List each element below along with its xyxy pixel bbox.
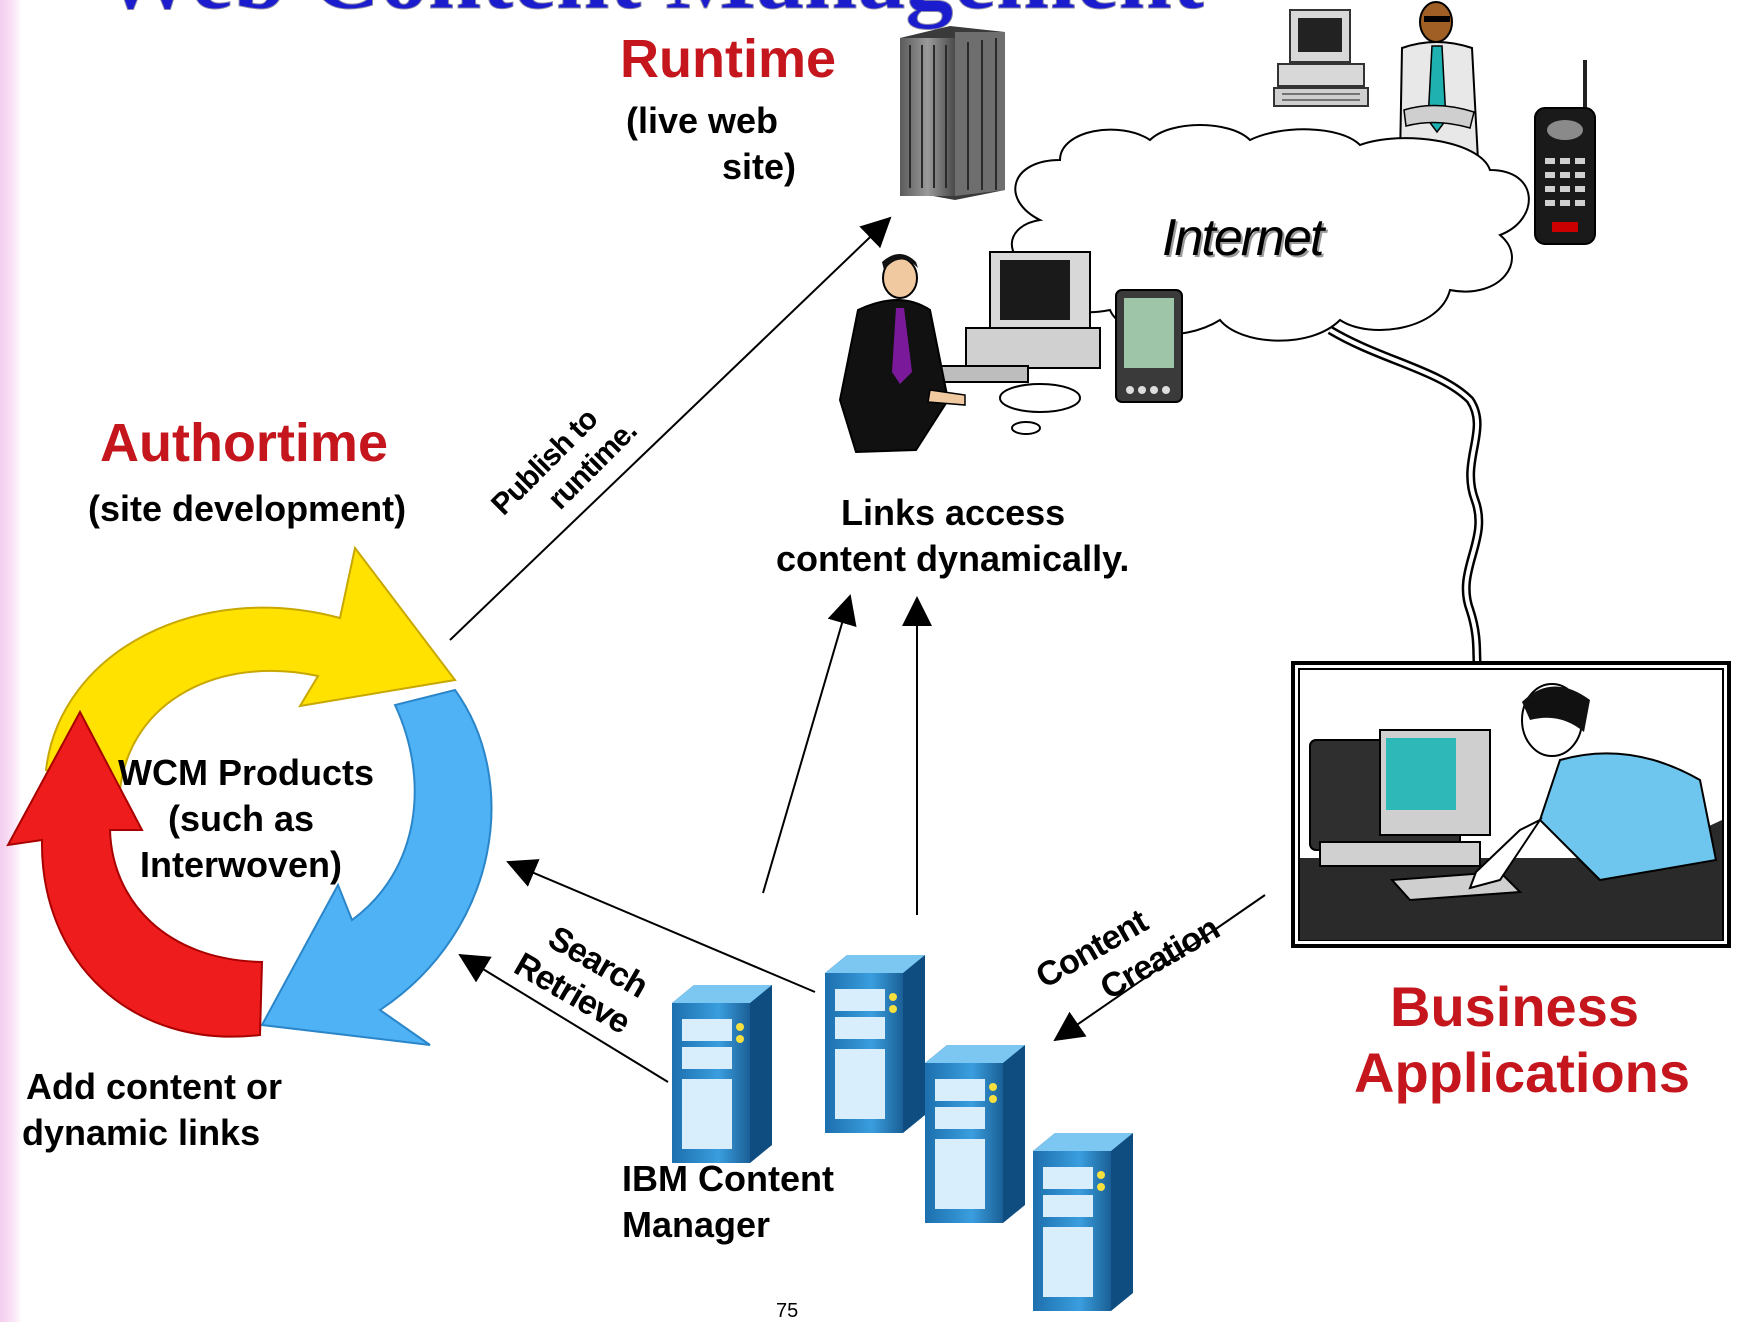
links-arrow-left	[762, 594, 857, 894]
links-access-line2: content dynamically.	[776, 538, 1130, 579]
seated-user-workstation-icon	[838, 251, 1183, 454]
wcm-products-line1: WCM Products	[118, 752, 374, 793]
wcm-products-line3: Interwoven)	[140, 844, 343, 885]
retrieve-arrow-upper	[506, 859, 816, 993]
network-connection-line	[1327, 326, 1484, 670]
businessman-user-icon	[1398, 1, 1480, 161]
authortime-subtitle: (site development)	[88, 488, 407, 529]
internet-cloud-icon	[1010, 124, 1530, 342]
authoring-cycle-arrows	[6, 545, 493, 1046]
content-server-icon-3	[925, 1045, 1025, 1223]
runtime-server-icon	[900, 26, 1005, 200]
content-server-icon-1	[672, 985, 772, 1163]
mobile-phone-icon	[1534, 60, 1596, 245]
slide-title: Web Content Management	[100, 0, 1204, 29]
page-number: 75	[776, 1300, 799, 1322]
runtime-subtitle-line1: (live web	[626, 100, 779, 141]
retrieve-arrow-lower	[458, 953, 669, 1083]
desktop-computer-icon	[1273, 9, 1369, 107]
links-access-line1: Links access	[841, 492, 1066, 533]
business-applications-picture	[1291, 661, 1731, 948]
content-server-icon-2	[825, 955, 925, 1133]
left-decorative-strip	[0, 0, 22, 1322]
business-applications-line1: Business	[1390, 975, 1639, 1038]
ibm-content-manager-line1: IBM Content	[622, 1158, 834, 1199]
publish-arrow	[449, 216, 892, 641]
add-content-line1: Add content or	[26, 1066, 282, 1107]
content-creation-arrow	[1053, 894, 1266, 1042]
runtime-subtitle-line2: site)	[722, 146, 797, 187]
content-server-icon-4	[1033, 1133, 1133, 1311]
runtime-title: Runtime	[620, 29, 836, 89]
authortime-title: Authortime	[100, 413, 388, 473]
internet-label: Internet	[1162, 209, 1324, 267]
business-applications-line2: Applications	[1354, 1041, 1691, 1104]
ibm-content-manager-line2: Manager	[622, 1204, 771, 1245]
wcm-products-line2: (such as	[168, 798, 315, 839]
add-content-line2: dynamic links	[22, 1112, 261, 1153]
